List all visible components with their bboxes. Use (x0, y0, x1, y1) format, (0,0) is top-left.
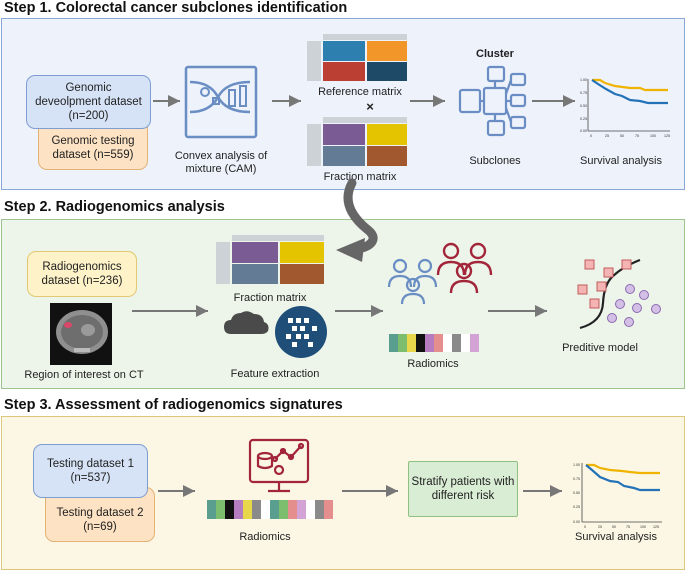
y-tick-2-3: 0.25 (573, 505, 580, 509)
dev-dataset-line2: deveolpment dataset (35, 96, 142, 108)
feature-extraction-icon (275, 306, 327, 358)
cluster-label: Cluster (476, 48, 514, 60)
survival-ticks-1: 1.00 0.75 0.50 0.25 0.00 0 25 50 75 100 … (580, 78, 670, 138)
step3-panel (1, 416, 685, 570)
survival-curve-low-risk-2 (586, 463, 660, 475)
test1-line1: Testing dataset 1 (47, 458, 134, 470)
x-tick-2-2: 50 (612, 525, 616, 529)
predictive-model-plot (577, 258, 661, 330)
survival-analysis-label-1: Survival analysis (580, 155, 662, 167)
radiogenomics-dataset-line1: Radiogenomics (42, 261, 122, 273)
x-tick-2-4: 100 (640, 525, 646, 529)
test-dataset-line1: Genomic testing (51, 135, 135, 147)
radiomics-computer-icon (248, 438, 310, 493)
stratify-patients-box: Stratify patients with different risk (408, 461, 518, 517)
y-tick-2-0: 1.00 (573, 463, 580, 467)
y-tick-1-1: 0.75 (580, 91, 587, 95)
reference-matrix (307, 34, 407, 81)
survival-ticks-2: 1.00 0.75 0.50 0.25 0.00 0 25 50 75 100 … (573, 463, 659, 529)
reference-matrix-label: Reference matrix (318, 86, 402, 98)
people-group-blue-icon (387, 258, 438, 305)
class-a-squares (577, 259, 632, 309)
people-group-red-icon (436, 242, 493, 294)
x-tick-1-5: 125 (664, 134, 670, 138)
cluster-network-icon (458, 65, 527, 137)
survival-analysis-label-2: Survival analysis (575, 531, 657, 543)
fraction-matrix-2 (216, 235, 324, 284)
fraction-matrix-label-1: Fraction matrix (323, 171, 397, 183)
y-tick-2-1: 0.75 (573, 477, 580, 481)
survival-curve-low-risk-1 (592, 78, 668, 92)
class-b-circles (607, 284, 661, 327)
radiogenomics-dataset-line2: dataset (n=236) (41, 275, 123, 287)
testing-dataset-1-box: Testing dataset 1 (n=537) (33, 444, 148, 498)
x-tick-2-5: 125 (653, 525, 659, 529)
y-tick-2-2: 0.50 (573, 491, 580, 495)
stratify-line2: different risk (431, 490, 495, 502)
test1-line2: (n=537) (70, 472, 111, 484)
step3-title: Step 3. Assessment of radiogenomics sign… (4, 397, 343, 413)
y-tick-1-2: 0.50 (580, 104, 587, 108)
x-tick-1-4: 100 (650, 134, 656, 138)
y-tick-1-3: 0.25 (580, 117, 587, 121)
feature-extraction-label: Feature extraction (230, 368, 320, 380)
dev-dataset-line3: (n=200) (68, 110, 109, 122)
step1-title: Step 1. Colorectal cancer subclones iden… (4, 0, 348, 16)
radiomics-barcode-2 (207, 500, 333, 519)
fraction-matrix-1 (307, 117, 407, 166)
cloud-icon (224, 311, 269, 334)
step2-title: Step 2. Radiogenomics analysis (4, 199, 225, 215)
x-tick-1-3: 75 (635, 134, 639, 138)
survival-plot-1: 1.00 0.75 0.50 0.25 0.00 0 25 50 75 100 … (580, 78, 670, 138)
cam-label-line1: Convex analysis of (174, 150, 268, 162)
x-tick-1-1: 25 (605, 134, 609, 138)
y-tick-2-4: 0.00 (573, 520, 580, 524)
fraction-matrix-label-2: Fraction matrix (233, 292, 307, 304)
subclones-label: Subclones (469, 155, 521, 167)
dev-dataset-line1: Genomic (65, 82, 112, 94)
radiomics-label-2: Radiomics (239, 531, 291, 543)
radiomics-barcode-1 (389, 334, 479, 352)
ct-scan-image (50, 303, 112, 365)
test2-line2: (n=69) (83, 520, 117, 533)
cam-icon (184, 65, 258, 139)
y-tick-1-0: 1.00 (580, 78, 587, 82)
radiomics-label-1: Radiomics (407, 358, 459, 370)
roi-label: Region of interest on CT (24, 369, 144, 381)
survival-plot-2: 1.00 0.75 0.50 0.25 0.00 0 25 50 75 100 … (573, 463, 662, 529)
step2-panel (1, 219, 685, 389)
test-dataset-line2: dataset (n=559) (52, 149, 134, 161)
y-tick-1-4: 0.00 (580, 129, 587, 133)
radiogenomics-dataset-box: Radiogenomics dataset (n=236) (27, 251, 137, 297)
x-tick-2-3: 75 (626, 525, 630, 529)
survival-curve-high-risk-2 (585, 464, 660, 492)
cam-label-line2: mixture (CAM) (185, 163, 257, 175)
stratify-line1: Stratify patients with (411, 476, 515, 488)
test2-line1: Testing dataset 2 (56, 506, 144, 519)
curved-flow-arrow (336, 178, 378, 262)
survival-curve-high-risk-1 (591, 79, 668, 105)
x-tick-1-0: 0 (590, 134, 592, 138)
x-tick-2-1: 25 (598, 525, 602, 529)
multiply-symbol: × (366, 99, 374, 114)
genomic-development-dataset-box: Genomic deveolpment dataset (n=200) (26, 75, 151, 129)
x-tick-1-2: 50 (620, 134, 624, 138)
predictive-model-label: Preditive model (562, 342, 638, 354)
x-tick-2-0: 0 (584, 525, 586, 529)
